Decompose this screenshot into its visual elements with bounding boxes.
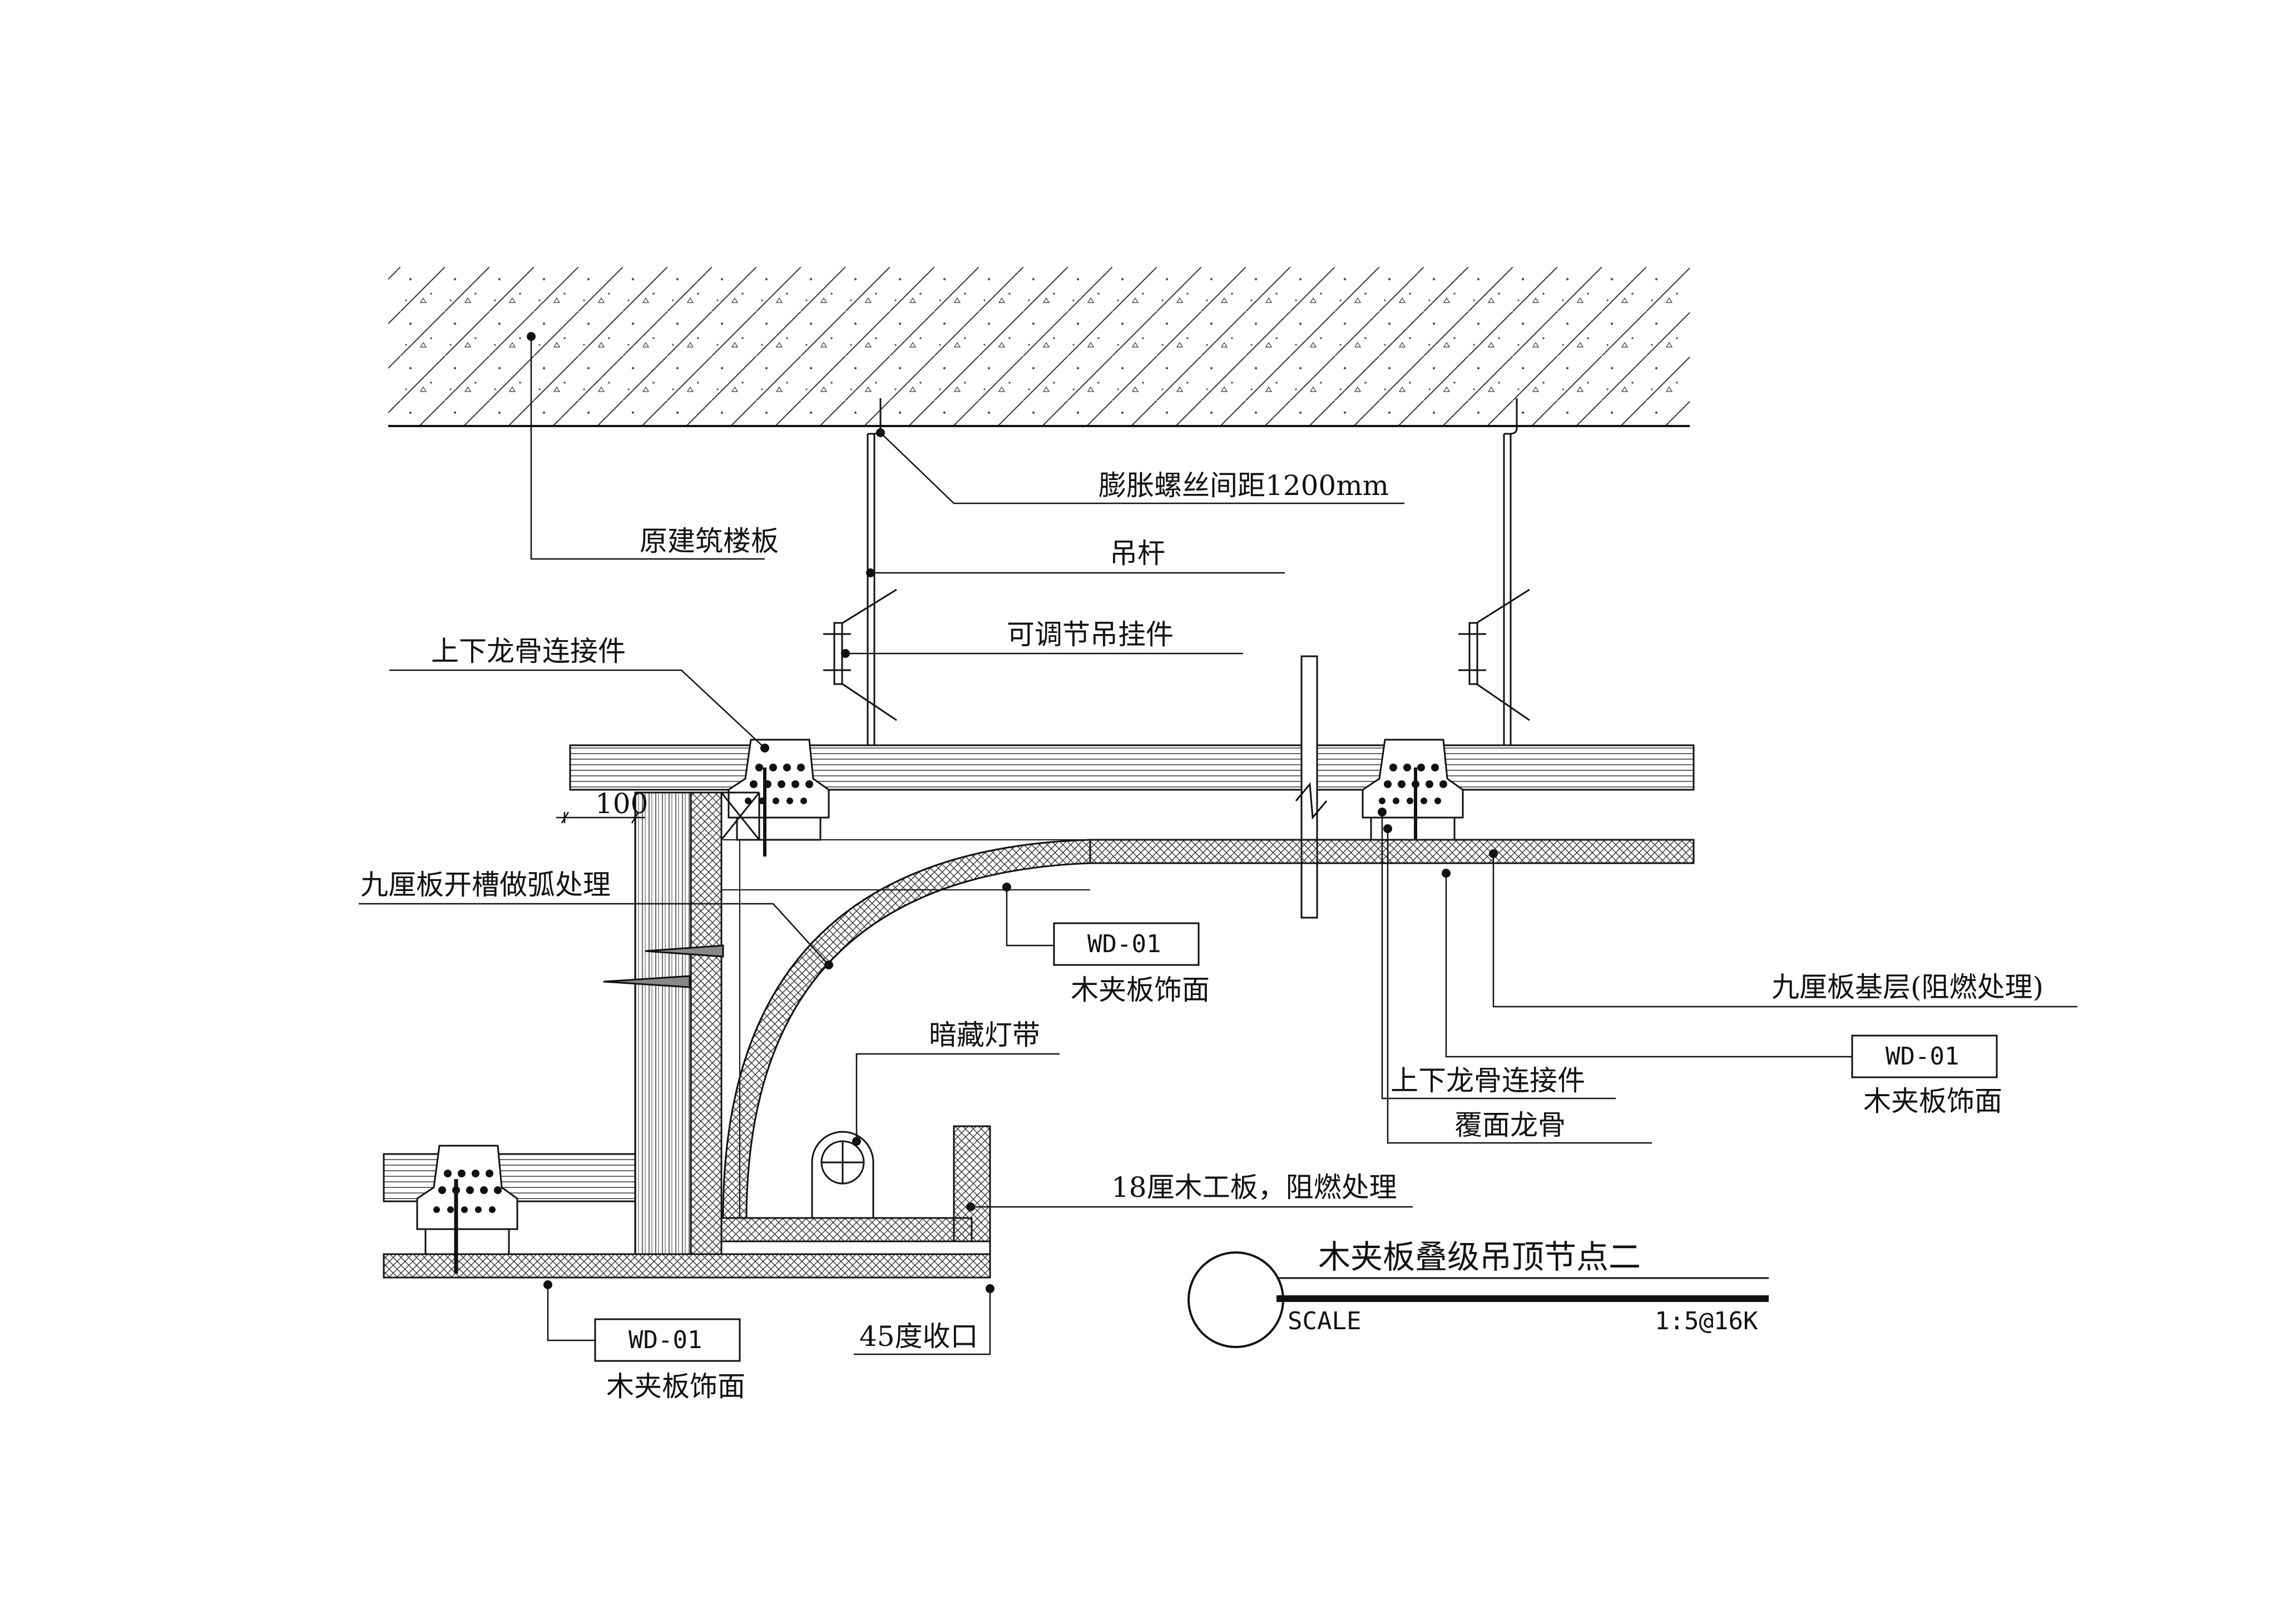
label-expansion-bolt: 膨胀螺丝间距1200mm: [1098, 469, 1389, 502]
finish-tag-code: WD-01: [629, 1326, 702, 1354]
finish-tag-text: 木夹板饰面: [606, 1370, 745, 1403]
label-hanger-rod: 吊杆: [1110, 537, 1165, 570]
finish-tag-code: WD-01: [1886, 1042, 1959, 1071]
scale-value: 1:5@16K: [1655, 1307, 1758, 1335]
curved-arc-panel: [722, 839, 1091, 1219]
finish-tag-code: WD-01: [1087, 930, 1161, 958]
hanger-left: [823, 398, 897, 745]
finish-tag-text: 木夹板饰面: [1071, 974, 1210, 1006]
label-floor-slab: 原建筑楼板: [640, 525, 779, 557]
keel-connector-upper-left: [728, 739, 830, 856]
label-keel-connector-left: 上下龙骨连接件: [431, 635, 626, 667]
finish-tag-right: WD-01 木夹板饰面: [1851, 1034, 2002, 1117]
leader-dots: [527, 332, 1498, 1293]
label-corner-45: 45度收口: [859, 1320, 978, 1353]
label-keel-connector-right: 上下龙骨连接件: [1391, 1064, 1585, 1097]
label-hidden-light: 暗藏灯带: [929, 1019, 1040, 1051]
upper-ceiling-board: [723, 839, 1695, 864]
scale-label: SCALE: [1288, 1307, 1361, 1335]
finish-tag-left: WD-01 木夹板饰面: [594, 1318, 745, 1403]
label-18mm-board: 18厘木工板，阻燃处理: [1111, 1171, 1397, 1204]
hanger-right: [1458, 398, 1530, 745]
label-slotted-arc-board: 九厘板开槽做弧处理: [360, 869, 611, 901]
title-block: [1187, 1251, 1769, 1348]
keel-connector-lower: [416, 1145, 518, 1274]
leader-lines: [359, 336, 2077, 1355]
finish-tag-text: 木夹板饰面: [1863, 1085, 2002, 1117]
light-trough: [720, 1125, 991, 1242]
dimension-100-text: 100: [595, 788, 648, 820]
label-adjustable-hanger: 可调节吊挂件: [1007, 618, 1174, 651]
floor-slab: [388, 267, 1690, 427]
keel-connector-upper-right: [1362, 739, 1464, 841]
label-cover-keel: 覆面龙骨: [1454, 1109, 1566, 1141]
drawing-title: 木夹板叠级吊顶节点二: [1318, 1238, 1641, 1276]
dimension-100: [556, 793, 645, 824]
label-base-board: 九厘板基层(阻燃处理): [1772, 971, 2043, 1003]
finish-tag-center: WD-01 木夹板饰面: [1053, 922, 1210, 1006]
